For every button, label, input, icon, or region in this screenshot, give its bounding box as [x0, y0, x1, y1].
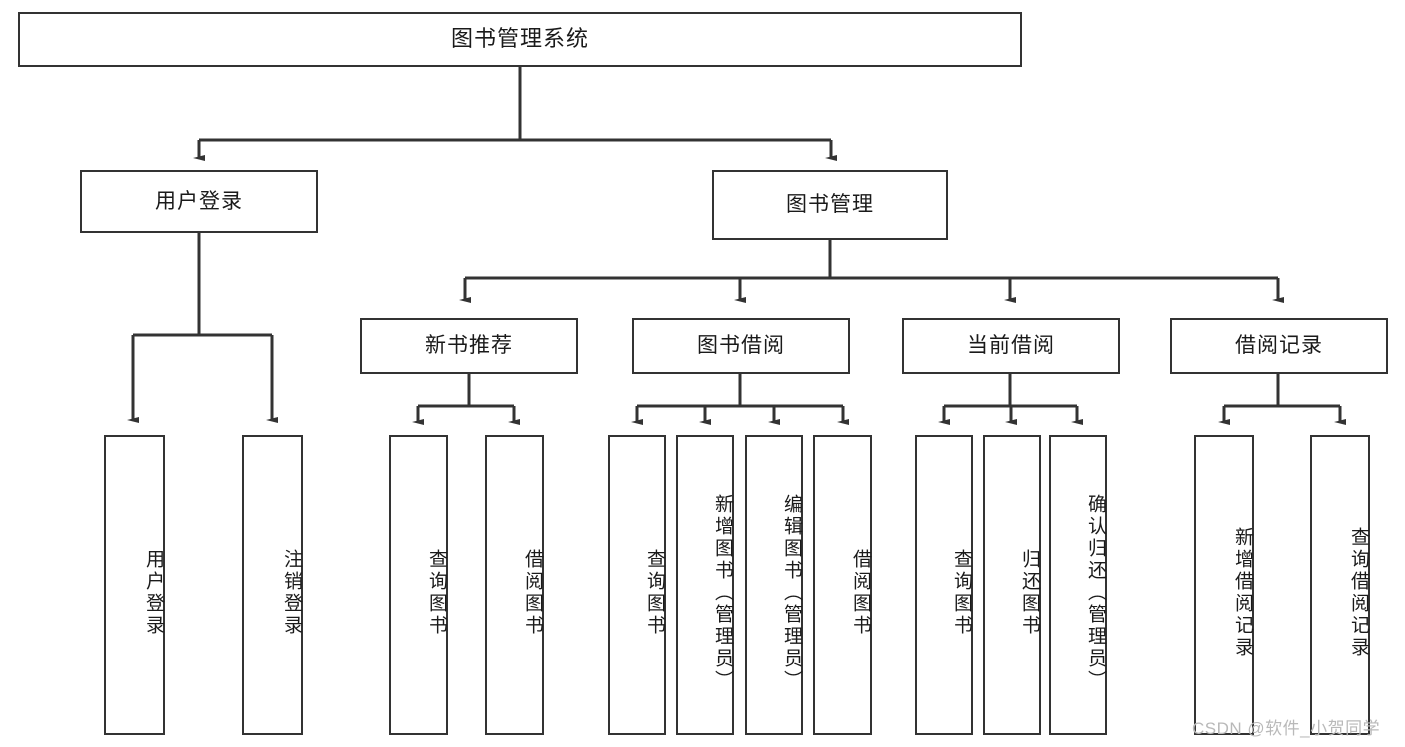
- leaf-query-book-current[interactable]: 查询图书: [915, 435, 973, 735]
- leaf-borrow-book-recommend-label: 借阅图书: [522, 549, 543, 637]
- leaf-return-book[interactable]: 归还图书: [983, 435, 1041, 735]
- node-book-management-label: 图书管理: [786, 193, 874, 217]
- node-user-login[interactable]: 用户登录: [80, 170, 318, 233]
- leaf-logout[interactable]: 注销登录: [242, 435, 303, 735]
- node-book-borrow[interactable]: 图书借阅: [632, 318, 850, 374]
- leaf-add-book-admin-label: 新增图书（管理员）: [712, 494, 733, 692]
- leaf-add-book-admin[interactable]: 新增图书（管理员）: [676, 435, 734, 735]
- leaf-return-book-label: 归还图书: [1019, 549, 1040, 637]
- node-borrow-records-label: 借阅记录: [1235, 334, 1323, 358]
- leaf-borrow-book[interactable]: 借阅图书: [813, 435, 872, 735]
- leaf-query-borrow-record-label: 查询借阅记录: [1348, 527, 1369, 659]
- node-new-book-recommend-label: 新书推荐: [425, 334, 513, 358]
- leaf-query-book-borrow[interactable]: 查询图书: [608, 435, 666, 735]
- node-root[interactable]: 图书管理系统: [18, 12, 1022, 67]
- node-new-book-recommend[interactable]: 新书推荐: [360, 318, 578, 374]
- node-current-borrow[interactable]: 当前借阅: [902, 318, 1120, 374]
- leaf-borrow-book-recommend[interactable]: 借阅图书: [485, 435, 544, 735]
- leaf-user-login[interactable]: 用户登录: [104, 435, 165, 735]
- leaf-borrow-book-label: 借阅图书: [850, 549, 871, 637]
- leaf-query-book-recommend-label: 查询图书: [426, 549, 447, 637]
- leaf-query-borrow-record[interactable]: 查询借阅记录: [1310, 435, 1370, 735]
- leaf-edit-book-admin-label: 编辑图书（管理员）: [781, 494, 802, 692]
- leaf-add-borrow-record[interactable]: 新增借阅记录: [1194, 435, 1254, 735]
- leaf-confirm-return-admin-label: 确认归还（管理员）: [1085, 494, 1106, 692]
- watermark: CSDN @软件_小贺同学: [1192, 719, 1381, 738]
- leaf-add-borrow-record-label: 新增借阅记录: [1232, 527, 1253, 659]
- node-root-label: 图书管理系统: [450, 26, 589, 52]
- node-borrow-records[interactable]: 借阅记录: [1170, 318, 1388, 374]
- leaf-edit-book-admin[interactable]: 编辑图书（管理员）: [745, 435, 803, 735]
- node-user-login-label: 用户登录: [155, 189, 243, 213]
- node-book-management[interactable]: 图书管理: [712, 170, 948, 240]
- leaf-logout-label: 注销登录: [281, 549, 302, 637]
- leaf-confirm-return-admin[interactable]: 确认归还（管理员）: [1049, 435, 1107, 735]
- leaf-query-book-recommend[interactable]: 查询图书: [389, 435, 448, 735]
- node-current-borrow-label: 当前借阅: [967, 334, 1055, 358]
- node-book-borrow-label: 图书借阅: [697, 334, 785, 358]
- leaf-query-book-current-label: 查询图书: [951, 549, 972, 637]
- leaf-query-book-borrow-label: 查询图书: [644, 549, 665, 637]
- leaf-user-login-label: 用户登录: [143, 549, 164, 637]
